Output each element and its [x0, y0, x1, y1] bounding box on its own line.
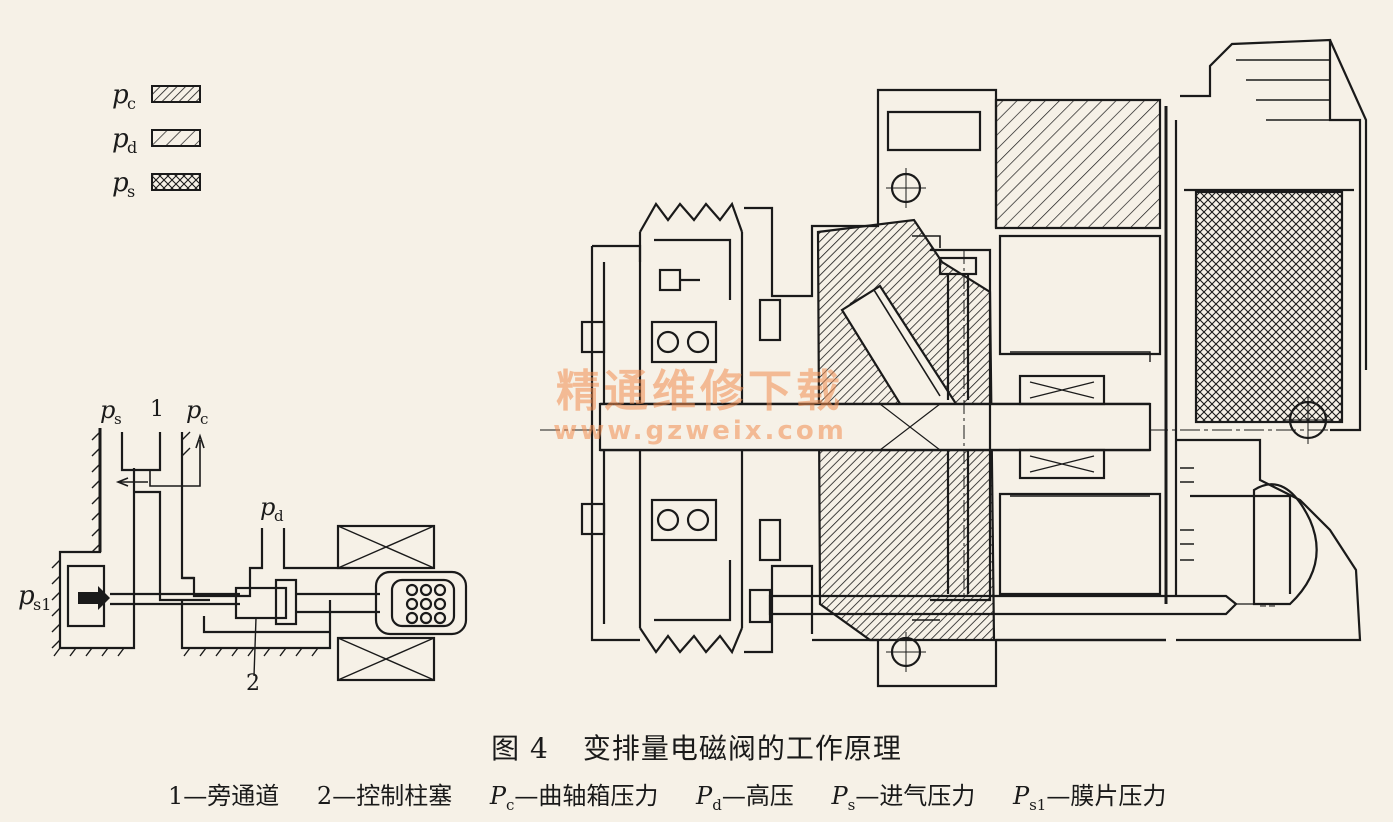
solenoid-valve-schematic: p s 1 p c p d p s1 2: [18, 396, 468, 696]
caption-item-sub: c: [506, 795, 515, 814]
caption-item-symbol: P: [1012, 782, 1030, 810]
caption-item-text: 2—控制柱塞: [316, 782, 453, 810]
caption-item-text: —高压: [721, 782, 794, 810]
label-plunger-2: 2: [246, 671, 260, 696]
label-pd-sub: d: [274, 507, 284, 525]
caption-item-sub: s: [847, 795, 856, 814]
figure-caption-title: 图 4 变排量电磁阀的工作原理: [0, 727, 1393, 767]
legend-swatch-hatch-dense: [151, 85, 201, 103]
caption-item-plunger: 2—控制柱塞: [317, 782, 452, 810]
figure-caption-legend: 1—旁通道 2—控制柱塞 Pc—曲轴箱压力 Pd—高压 Ps—进气压力 Ps1—…: [168, 776, 1196, 814]
label-pd-symbol: p: [260, 493, 275, 521]
caption-item-ps1: Ps1—膜片压力: [1012, 782, 1167, 814]
caption-item-bypass: 1—旁通道: [168, 782, 279, 810]
label-ps1-symbol: p: [18, 581, 35, 611]
legend-swatch-hatch-sparse: [151, 129, 201, 147]
label-ps-sub: s: [114, 410, 122, 428]
pattern-legend: p c p d p s: [112, 80, 201, 201]
figure-title: 变排量电磁阀的工作原理: [582, 732, 902, 765]
label-pc-symbol: p: [186, 396, 201, 424]
caption-item-text: 1—旁通道: [168, 782, 280, 810]
caption-item-text: —膜片压力: [1046, 782, 1167, 810]
figure-number: 图 4: [491, 732, 549, 765]
caption-item-symbol: P: [696, 782, 713, 810]
legend-symbol: p: [112, 124, 129, 154]
caption-item-pc: Pc—曲轴箱压力: [489, 782, 659, 814]
legend-swatch-crosshatch: [151, 173, 201, 191]
caption-item-symbol: P: [489, 782, 506, 810]
legend-item-pd: p d: [112, 124, 201, 157]
label-ps-symbol: p: [100, 396, 115, 424]
legend-item-pc: p c: [112, 80, 201, 113]
legend-sub: d: [127, 138, 137, 157]
legend-symbol: p: [112, 168, 129, 198]
label-bypass-1: 1: [150, 397, 164, 422]
legend-item-ps: p s: [112, 168, 201, 201]
caption-item-text: —进气压力: [855, 782, 976, 810]
legend-symbol: p: [112, 80, 129, 110]
caption-item-pd: Pd—高压: [696, 782, 794, 814]
legend-sub: c: [127, 94, 136, 113]
caption-item-sub: s1: [1029, 795, 1047, 814]
compressor-cross-section: [540, 38, 1368, 688]
caption-item-symbol: P: [831, 782, 848, 810]
label-ps1-sub: s1: [33, 595, 51, 614]
caption-item-sub: d: [712, 795, 722, 814]
caption-item-ps: Ps—进气压力: [831, 782, 976, 814]
caption-item-text: —曲轴箱压力: [514, 782, 659, 810]
legend-sub: s: [127, 182, 135, 201]
label-pc-sub: c: [200, 410, 208, 428]
